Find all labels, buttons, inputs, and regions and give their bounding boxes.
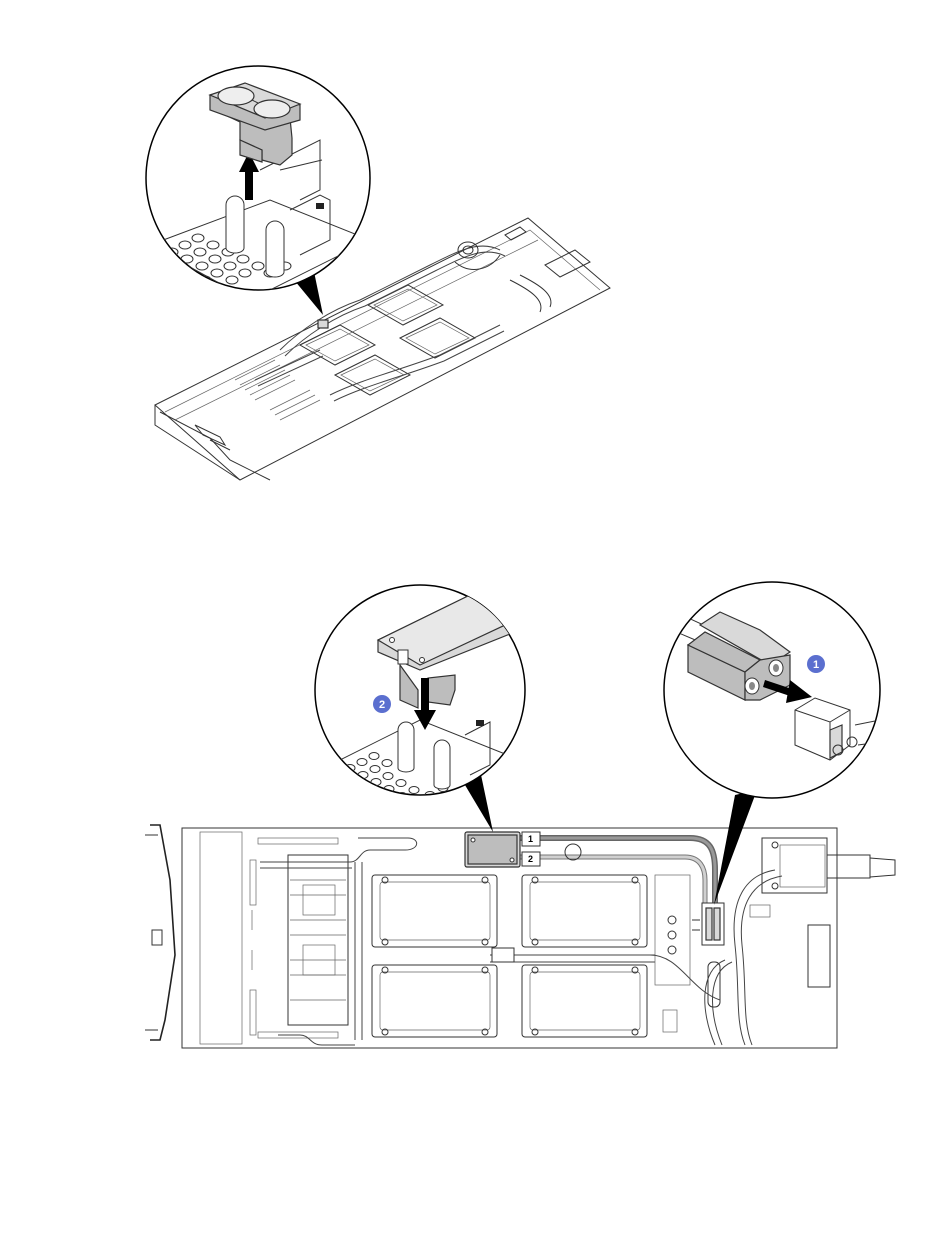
hose-label-2: 2 [528,854,533,864]
guide-pin-right-2 [434,740,450,789]
step-badge-2: 2 [373,695,391,713]
cold-plate-3 [372,965,497,1037]
zoom-circle-install [315,570,545,815]
callout-pointer-right [714,790,757,905]
rear-coupler-iso [455,227,590,312]
pipe-clip [492,948,514,962]
guide-pin-right [266,221,284,277]
bottom-figure: 1 2 [145,570,895,1048]
drip-sensor-top: 1 2 [465,832,540,867]
step-badge-1-text: 1 [813,659,819,671]
sensor-hoses [520,838,715,905]
cold-plate-iso-4 [400,318,475,358]
step-badge-2-text: 2 [379,699,385,711]
zoom-circle-top [146,66,370,300]
top-figure [146,66,610,480]
board-connector [692,903,724,945]
tray-top-view: 1 2 [145,825,895,1048]
guide-pin-left-2 [398,722,414,772]
drip-sensor-location [318,320,328,328]
dimm-stack [288,855,348,1025]
bracket-tab [316,203,324,209]
cold-plate-1 [372,875,497,947]
rear-coupler [705,838,895,1045]
step-badge-1: 1 [807,655,825,673]
cold-plate-iso-1 [300,325,375,365]
hose-label-1: 1 [528,834,533,844]
cold-plate-iso-2 [335,355,410,395]
zoom-circle-disconnect [660,582,880,798]
mid-components [565,844,720,1032]
cold-plate-4 [522,965,647,1037]
guide-pin-left [226,196,244,253]
cold-plate-2 [522,875,647,947]
